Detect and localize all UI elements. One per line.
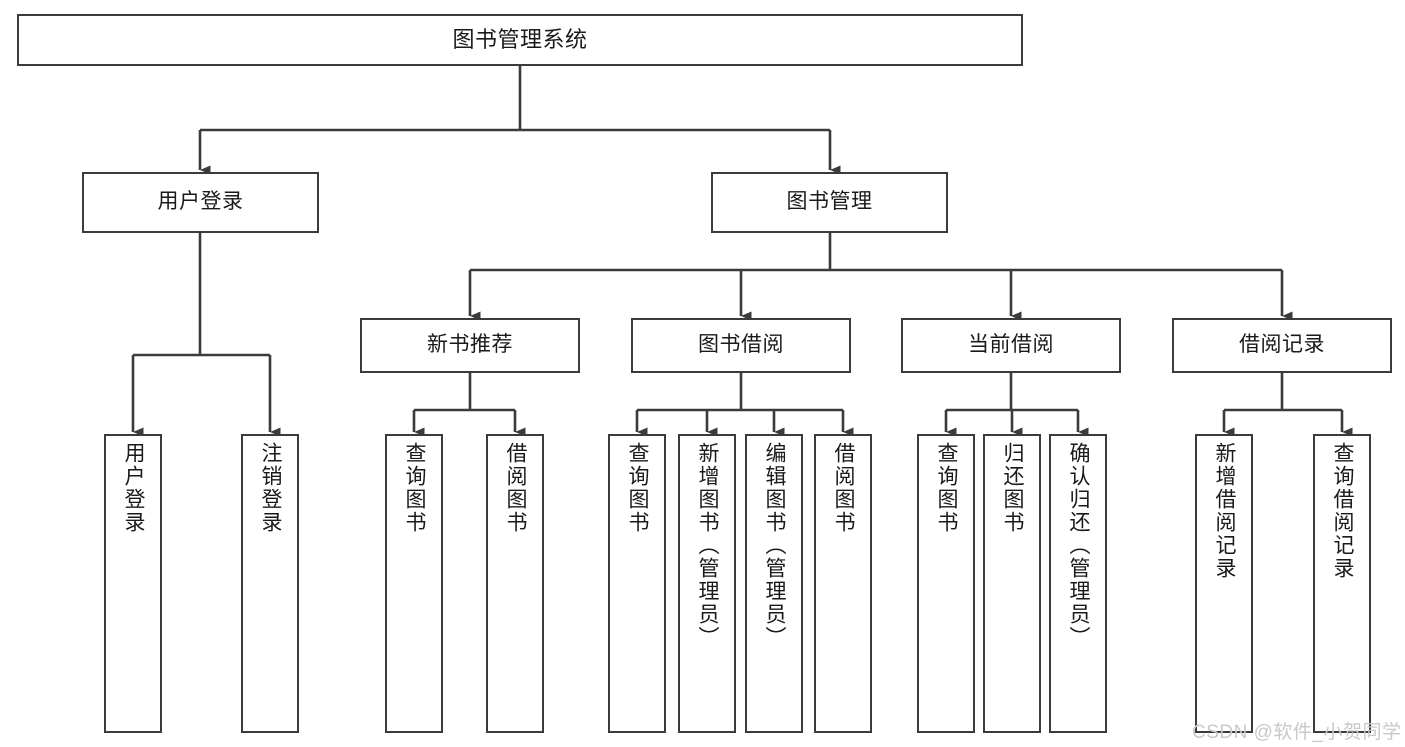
node-leaf-logout[interactable]: 注销登录 (241, 434, 299, 733)
node-leaf-confirm-return[interactable]: 确认归还（管理员） (1049, 434, 1107, 733)
node-leaf-add-book-label: 新增图书（管理员） (696, 442, 720, 649)
node-leaf-borrow-book-b-label: 借阅图书 (832, 442, 856, 534)
node-leaf-edit-book[interactable]: 编辑图书（管理员） (745, 434, 803, 733)
node-leaf-query-book-c[interactable]: 查询图书 (917, 434, 975, 733)
node-leaf-query-book-b[interactable]: 查询图书 (608, 434, 666, 733)
node-book-management-label: 图书管理 (786, 190, 873, 214)
node-leaf-borrow-book-a[interactable]: 借阅图书 (486, 434, 544, 733)
node-leaf-confirm-return-label: 确认归还（管理员） (1067, 442, 1091, 649)
node-leaf-query-book-c-label: 查询图书 (935, 442, 959, 534)
node-leaf-return-book-label: 归还图书 (1001, 442, 1025, 534)
node-leaf-add-record[interactable]: 新增借阅记录 (1195, 434, 1253, 733)
node-leaf-user-login[interactable]: 用户登录 (104, 434, 162, 733)
node-book-borrow-label: 图书借阅 (698, 333, 784, 357)
node-leaf-query-book-a-label: 查询图书 (403, 442, 427, 534)
node-user-login-label: 用户登录 (157, 190, 244, 214)
node-user-login[interactable]: 用户登录 (82, 172, 319, 233)
node-leaf-borrow-book-b[interactable]: 借阅图书 (814, 434, 872, 733)
node-leaf-user-login-label: 用户登录 (122, 442, 146, 534)
node-leaf-query-record-label: 查询借阅记录 (1331, 442, 1355, 580)
node-leaf-query-book-a[interactable]: 查询图书 (385, 434, 443, 733)
node-current-borrow[interactable]: 当前借阅 (901, 318, 1121, 373)
node-new-book-recommend[interactable]: 新书推荐 (360, 318, 580, 373)
node-book-borrow[interactable]: 图书借阅 (631, 318, 851, 373)
node-leaf-edit-book-label: 编辑图书（管理员） (763, 442, 787, 649)
node-leaf-return-book[interactable]: 归还图书 (983, 434, 1041, 733)
node-leaf-add-record-label: 新增借阅记录 (1213, 442, 1237, 580)
node-root-system[interactable]: 图书管理系统 (17, 14, 1023, 66)
node-leaf-borrow-book-a-label: 借阅图书 (504, 442, 528, 534)
watermark-text: CSDN @软件_小贺同学 (1192, 722, 1402, 743)
node-leaf-query-record[interactable]: 查询借阅记录 (1313, 434, 1371, 733)
node-new-book-recommend-label: 新书推荐 (427, 333, 513, 357)
node-leaf-query-book-b-label: 查询图书 (626, 442, 650, 534)
node-root-system-label: 图书管理系统 (452, 27, 588, 53)
node-book-management[interactable]: 图书管理 (711, 172, 948, 233)
node-leaf-add-book[interactable]: 新增图书（管理员） (678, 434, 736, 733)
node-leaf-logout-label: 注销登录 (259, 442, 283, 534)
node-borrow-record[interactable]: 借阅记录 (1172, 318, 1392, 373)
node-current-borrow-label: 当前借阅 (968, 333, 1054, 357)
node-borrow-record-label: 借阅记录 (1239, 333, 1325, 357)
